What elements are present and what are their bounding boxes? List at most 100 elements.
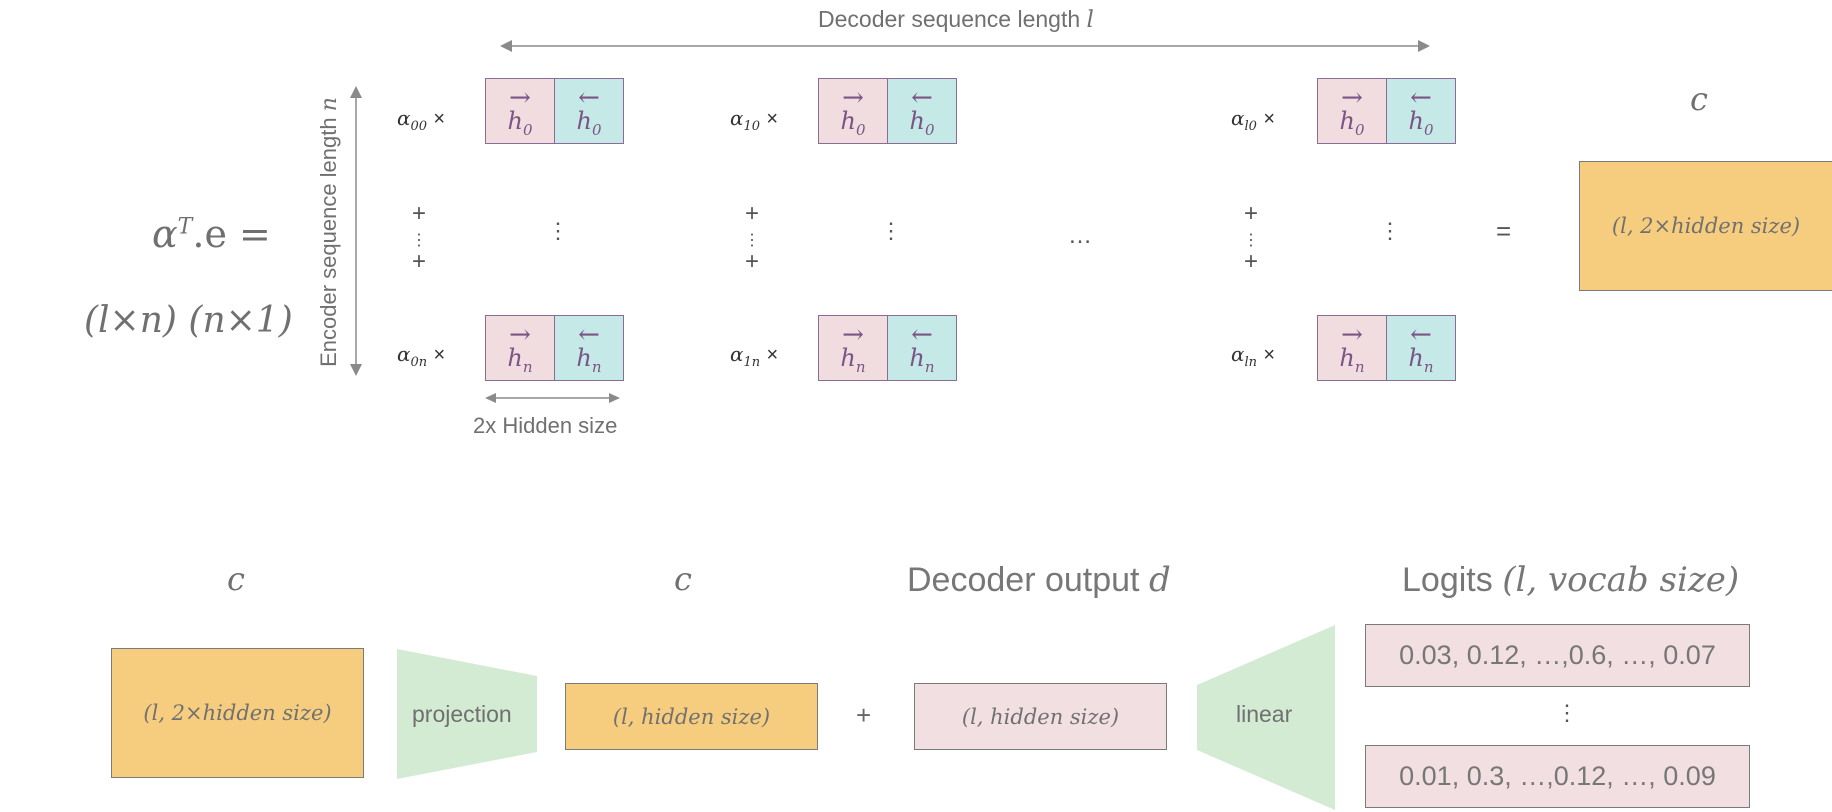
right-arrow-icon: →: [1341, 319, 1363, 350]
transpose-sup: T: [177, 214, 193, 240]
h-subscript: 0: [1423, 120, 1434, 139]
h-symbol: h: [507, 343, 523, 372]
encoder-seq-length-label: Encoder sequence length n: [316, 97, 342, 367]
hidden-pair-1-0: → h0 ← h0: [818, 78, 958, 144]
equation-rest: .e =: [192, 212, 271, 256]
left-arrow-icon: ←: [1410, 319, 1432, 350]
logits-row-last-values: 0.01, 0.3, …,0.12, …, 0.09: [1399, 761, 1716, 791]
h-subscript: n: [924, 357, 935, 376]
h-symbol: h: [1408, 343, 1424, 372]
alpha-l0: αl0 ×: [1231, 106, 1275, 134]
c-label-1: c: [227, 560, 245, 598]
equation-lhs: αT.e =: [152, 212, 271, 256]
alpha-10: α10 ×: [730, 106, 778, 134]
h-subscript: n: [1354, 357, 1365, 376]
logits-label: Logits (l, vocab size): [1402, 560, 1739, 600]
hidden-var: h0: [576, 109, 601, 138]
plus-dots-1: +⋮+: [744, 200, 760, 275]
vdots-l: ⋮: [1379, 218, 1401, 243]
hidden-var: hn: [1339, 346, 1364, 375]
forward-hidden-cell: → hn: [1317, 315, 1387, 381]
h-subscript: n: [1423, 357, 1434, 376]
alpha-subscript: 1n: [743, 355, 761, 370]
decoder-output-text: Decoder output: [907, 561, 1140, 599]
plus-sign: +: [856, 700, 872, 730]
right-arrow-icon: →: [842, 319, 864, 350]
decoder-output-dims: (l, hidden size): [961, 704, 1120, 729]
h-symbol: h: [1408, 106, 1424, 135]
times-symbol: ×: [433, 108, 446, 130]
decoder-seq-var: l: [1086, 7, 1094, 33]
hidden-var: hn: [1408, 346, 1433, 375]
decoder-output-var: d: [1148, 560, 1171, 600]
hidden-var: hn: [840, 346, 865, 375]
logits-row-last: 0.01, 0.3, …,0.12, …, 0.09: [1365, 745, 1750, 808]
h-symbol: h: [840, 343, 856, 372]
context-result-box: (l, 2×hidden size): [1579, 161, 1832, 291]
forward-hidden-cell: → hn: [818, 315, 888, 381]
alpha-subscript: l0: [1244, 119, 1257, 134]
equation-dims: (l×n) (n×1): [84, 300, 293, 341]
backward-hidden-cell: ← hn: [1387, 315, 1456, 381]
h-subscript: 0: [855, 120, 866, 139]
c-label-2: c: [674, 560, 692, 598]
times-symbol: ×: [433, 344, 446, 366]
alpha-1n: α1n ×: [730, 342, 778, 370]
hidden-var: hn: [507, 346, 532, 375]
h-subscript: 0: [591, 120, 602, 139]
h-symbol: h: [507, 106, 523, 135]
context-box-2x: (l, 2×hidden size): [111, 648, 364, 778]
context-result-dims: (l, 2×hidden size): [1611, 214, 1801, 238]
hidden-var: h0: [909, 109, 934, 138]
backward-hidden-cell: ← hn: [555, 315, 624, 381]
backward-hidden-cell: ← hn: [888, 315, 957, 381]
right-arrow-icon: →: [1341, 82, 1363, 113]
hidden-pair-l-0: → h0 ← h0: [1317, 78, 1457, 144]
hidden-pair-l-n: → hn ← hn: [1317, 315, 1457, 381]
equals-sign: =: [1496, 216, 1512, 246]
vdots-0: ⋮: [547, 218, 569, 243]
times-symbol: ×: [1263, 344, 1276, 366]
hidden-var: hn: [909, 346, 934, 375]
decoder-seq-arrow: [500, 40, 1430, 52]
times-symbol: ×: [766, 344, 779, 366]
alpha-0n: α0n ×: [397, 342, 445, 370]
hidden-pair-0-0: → h0 ← h0: [485, 78, 625, 144]
plus-dots-0: +⋮+: [411, 200, 427, 275]
left-arrow-icon: ←: [1410, 82, 1432, 113]
alpha-symbol: α: [730, 106, 744, 130]
hidden-var: h0: [840, 109, 865, 138]
times-symbol: ×: [1263, 108, 1275, 130]
forward-hidden-cell: → h0: [485, 78, 555, 144]
decoder-output-box: (l, hidden size): [914, 683, 1167, 750]
forward-hidden-cell: → hn: [485, 315, 555, 381]
alpha-ln: αln ×: [1231, 342, 1275, 370]
hidden-var: hn: [576, 346, 601, 375]
hidden-pair-0-n: → hn ← hn: [485, 315, 625, 381]
left-arrow-icon: ←: [578, 82, 600, 113]
h-symbol: h: [576, 343, 592, 372]
backward-hidden-cell: ← h0: [1387, 78, 1456, 144]
alpha-00: α00 ×: [397, 106, 445, 134]
alpha-subscript: 10: [743, 119, 761, 134]
hidden-size-arrow: [485, 393, 620, 403]
hidden-size-label: 2x Hidden size: [473, 413, 618, 438]
linear-trapezoid: [1197, 625, 1335, 810]
hidden-var: h0: [1339, 109, 1364, 138]
h-symbol: h: [1339, 343, 1355, 372]
logits-text: Logits: [1402, 561, 1493, 599]
h-symbol: h: [576, 106, 592, 135]
right-arrow-icon: →: [509, 82, 531, 113]
backward-hidden-cell: ← h0: [555, 78, 624, 144]
left-arrow-icon: ←: [578, 319, 600, 350]
right-arrow-icon: →: [509, 319, 531, 350]
vdots-1: ⋮: [880, 218, 902, 243]
alpha-symbol: α: [1231, 106, 1245, 130]
h-subscript: n: [855, 357, 866, 376]
hidden-var: h0: [1408, 109, 1433, 138]
left-arrow-icon: ←: [911, 82, 933, 113]
h-symbol: h: [1339, 106, 1355, 135]
encoder-seq-var: n: [317, 97, 342, 112]
plus-dots-l: +⋮+: [1243, 200, 1259, 275]
linear-label: linear: [1236, 701, 1293, 727]
